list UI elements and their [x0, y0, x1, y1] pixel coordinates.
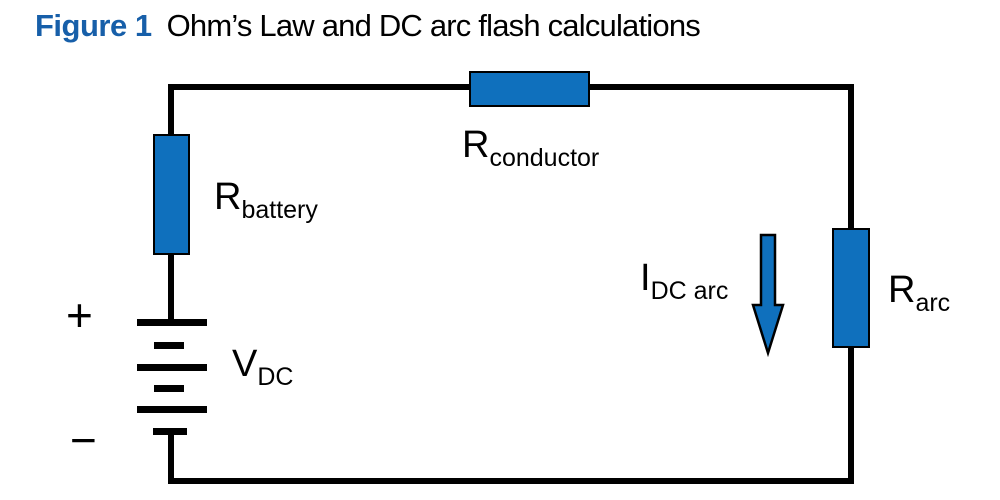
label-r-arc-sub: arc — [915, 289, 951, 317]
battery-plate-long-3 — [137, 406, 207, 413]
label-r-conductor-sub: conductor — [489, 144, 600, 172]
figure-caption: Figure 1 Ohm’s Law and DC arc flash calc… — [35, 8, 701, 44]
dc-arc-current-arrow-icon — [751, 233, 785, 357]
label-v-dc-sub: DC — [257, 363, 294, 391]
wire-bottom — [168, 478, 854, 484]
battery-negative-terminal-bar — [153, 428, 187, 435]
wire-negative-terminal-stem — [168, 430, 174, 484]
label-r-conductor: Rconductor — [462, 126, 599, 171]
battery-plate-long-2 — [137, 364, 207, 371]
label-v-dc: VDC — [232, 345, 293, 390]
wire-left-battery-lead — [168, 254, 174, 320]
label-r-battery: Rbattery — [214, 178, 318, 223]
battery-plate-short-2 — [154, 385, 184, 392]
label-r-battery-base: R — [214, 176, 242, 218]
battery-plate-short-1 — [154, 342, 184, 349]
wire-right-upper — [848, 84, 854, 229]
battery-plate-long-1 — [137, 319, 207, 326]
figure-number-label: Figure 1 — [35, 8, 152, 43]
wire-left-upper — [168, 84, 174, 135]
label-i-dc-arc-sub: DC arc — [650, 277, 729, 305]
label-r-conductor-base: R — [462, 124, 490, 166]
label-i-dc-arc: IDC arc — [640, 259, 728, 304]
resistor-conductor — [469, 71, 590, 107]
label-i-dc-arc-base: I — [640, 257, 651, 299]
label-r-battery-sub: battery — [241, 196, 318, 224]
label-v-dc-base: V — [232, 343, 258, 385]
label-r-arc: Rarc — [888, 271, 950, 316]
label-r-arc-base: R — [888, 269, 916, 311]
resistor-arc — [832, 228, 870, 348]
polarity-negative-sign: − — [70, 414, 97, 466]
polarity-positive-sign: + — [66, 289, 93, 341]
resistor-battery — [153, 134, 190, 255]
figure-title: Ohm’s Law and DC arc flash calculations — [166, 8, 701, 43]
wire-right-lower — [848, 347, 854, 484]
